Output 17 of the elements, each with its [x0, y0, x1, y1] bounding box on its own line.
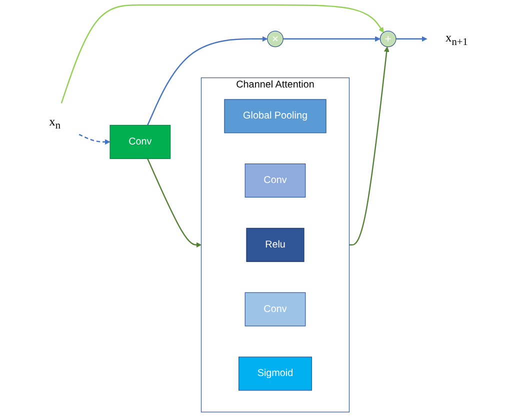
- arrow: [147, 36, 268, 126]
- node-text: x$_{n+1}$: [446, 31, 468, 48]
- arrow: [78, 134, 110, 145]
- node-circle: +: [380, 30, 396, 48]
- node-box: Conv: [244, 164, 306, 198]
- node-box: Global Pooling: [224, 99, 326, 134]
- arrow: [349, 46, 390, 246]
- node-box: Sigmoid: [238, 356, 312, 391]
- node-circle: ×: [267, 30, 284, 48]
- arrow: [396, 36, 428, 42]
- node-box: Conv: [110, 124, 171, 159]
- arrow: [147, 158, 202, 248]
- arrow: [60, 4, 384, 104]
- node-box: Conv: [244, 292, 306, 326]
- node-box: Relu: [246, 228, 304, 262]
- arrow: [283, 36, 380, 42]
- node-text: x$_{n}$: [49, 114, 61, 132]
